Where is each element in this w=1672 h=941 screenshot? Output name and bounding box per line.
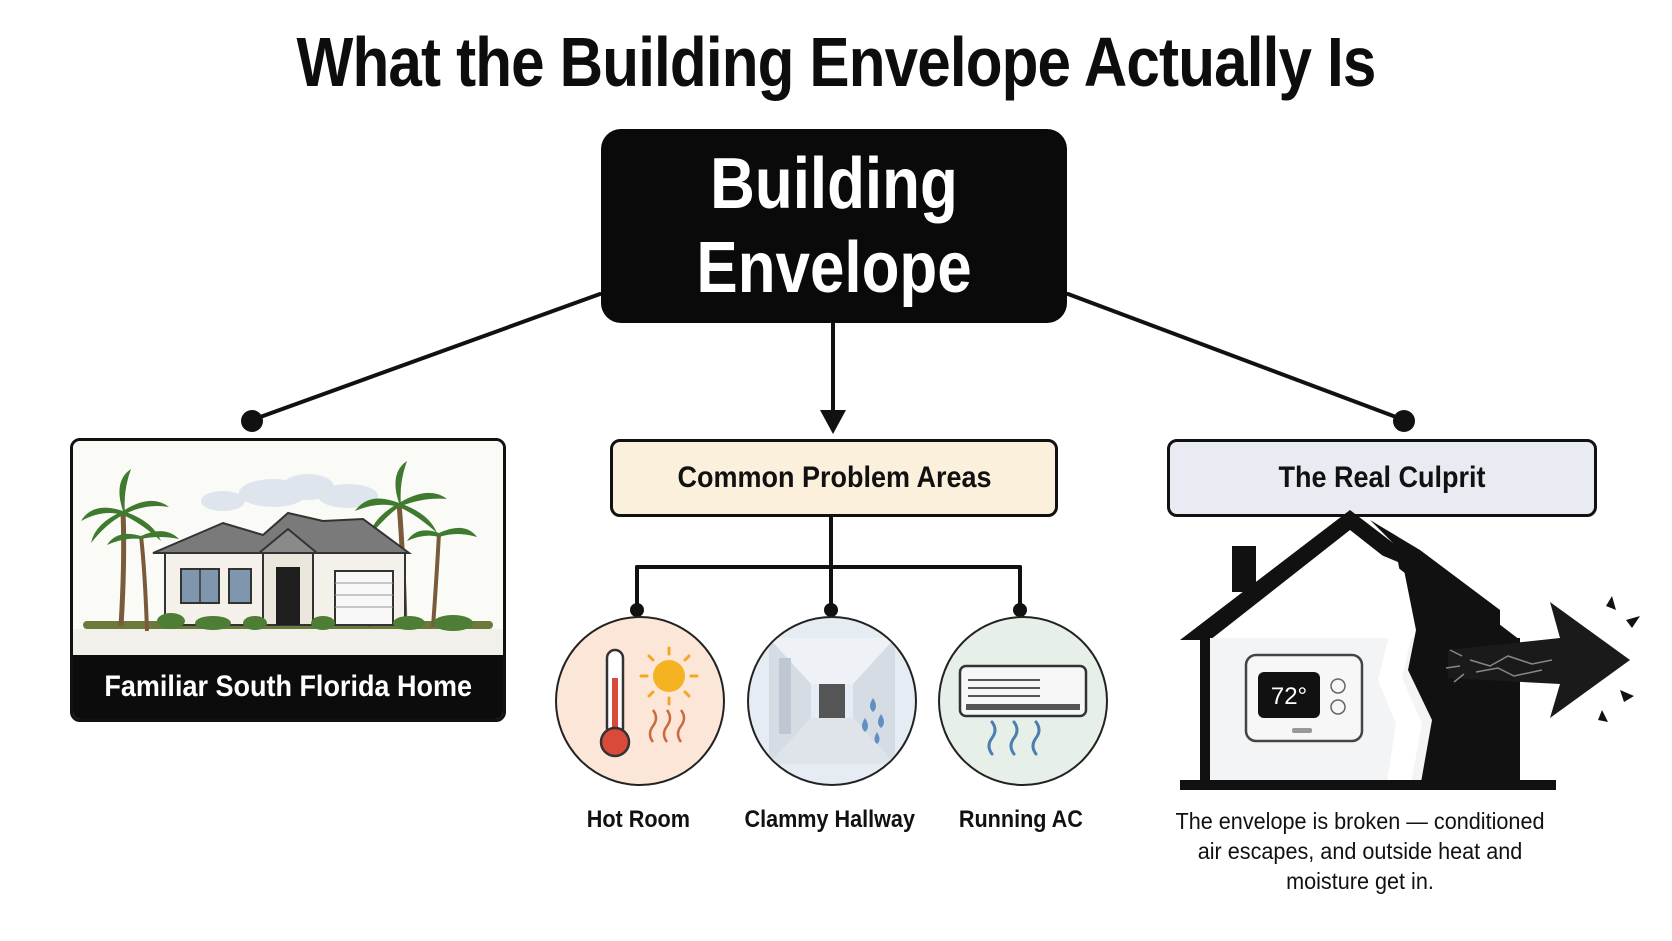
connector-dot-ac [1013,603,1027,617]
problem-areas-label: Common Problem Areas [610,439,1058,517]
thermometer-sun-icon [599,646,699,758]
broken-house-illustration: 72° [1180,510,1640,790]
central-line-1: Building [710,144,958,224]
home-card: Familiar South Florida Home [70,438,506,722]
central-line-2: Envelope [696,228,972,308]
building-envelope-box: Building Envelope [601,129,1067,323]
connector-arrowhead [820,410,846,434]
connector-dot-left [241,410,263,432]
home-caption: Familiar South Florida Home [73,655,503,719]
escaping-air-arrow-icon [1445,596,1640,722]
hot-room-label: Hot Room [586,806,690,833]
clammy-hallway-circle [747,616,917,786]
culprit-description: The envelope is broken — conditioned air… [1175,808,1545,894]
connector-right [1066,292,1406,422]
connector-dot-hot [630,603,644,617]
house-body [152,511,413,626]
page-title: What the Building Envelope Actually Is [296,23,1377,101]
hot-room-circle [555,616,725,786]
house-illustration [73,441,503,655]
connector-left [250,292,602,422]
real-culprit-label: The Real Culprit [1167,439,1597,517]
connector-dot-clammy [824,603,838,617]
clammy-hallway-label: Clammy Hallway [744,806,916,833]
palm-left-icon [81,469,179,632]
running-ac-label: Running AC [959,806,1083,833]
thermostat-icon: 72° [1244,653,1364,743]
connector-dot-right [1393,410,1415,432]
running-ac-circle [938,616,1108,786]
air-conditioner-icon [958,664,1088,756]
hallway-droplets-icon [769,638,895,764]
thermostat-reading: 72° [1271,683,1307,710]
